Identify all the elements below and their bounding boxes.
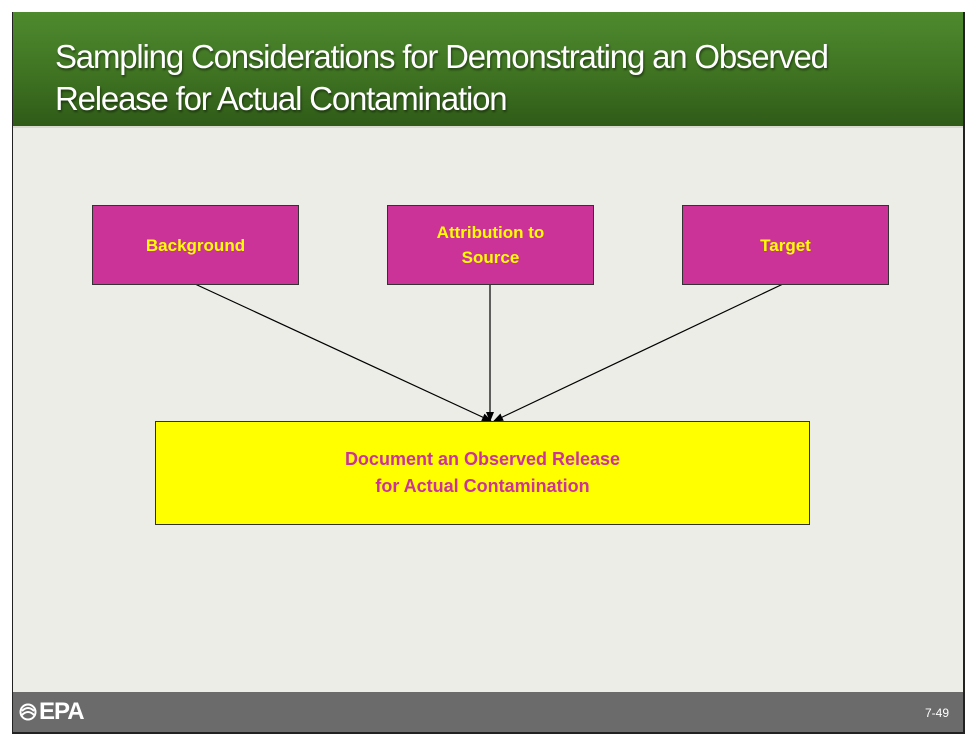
title-line-1: Sampling Considerations for Demonstratin… (55, 38, 829, 75)
page-number: 7-49 (924, 706, 949, 720)
box-background: Background (92, 205, 299, 285)
epa-flower-icon (19, 703, 37, 721)
slide: Sampling Considerations for Demonstratin… (12, 12, 965, 734)
diagram-connectors (194, 277, 784, 422)
box-document-label-line-2: for Actual Contamination (375, 476, 590, 496)
box-target-label: Target (760, 235, 811, 255)
box-attribution-label-line-2: Source (461, 248, 520, 267)
arrow-target-to-document (493, 283, 784, 422)
box-background-label: Background (145, 235, 246, 255)
title-line-2: Release for Actual Contamination (55, 80, 508, 117)
box-document-observed-release: Document an Observed Release for Actual … (155, 421, 810, 525)
epa-logo-text: EPA (39, 698, 85, 725)
epa-logo: EPA (19, 698, 85, 726)
slide-header: Sampling Considerations for Demonstratin… (13, 12, 963, 128)
box-document-label-line-1: Document an Observed Release (344, 449, 621, 469)
arrow-background-to-document (194, 283, 492, 422)
box-attribution-to-source: Attribution to Source (387, 205, 594, 285)
slide-footer: EPA 7-49 (13, 692, 963, 732)
box-attribution-label-line-1: Attribution to (436, 223, 545, 242)
box-target: Target (682, 205, 889, 285)
slide-title: Sampling Considerations for Demonstratin… (55, 36, 935, 120)
